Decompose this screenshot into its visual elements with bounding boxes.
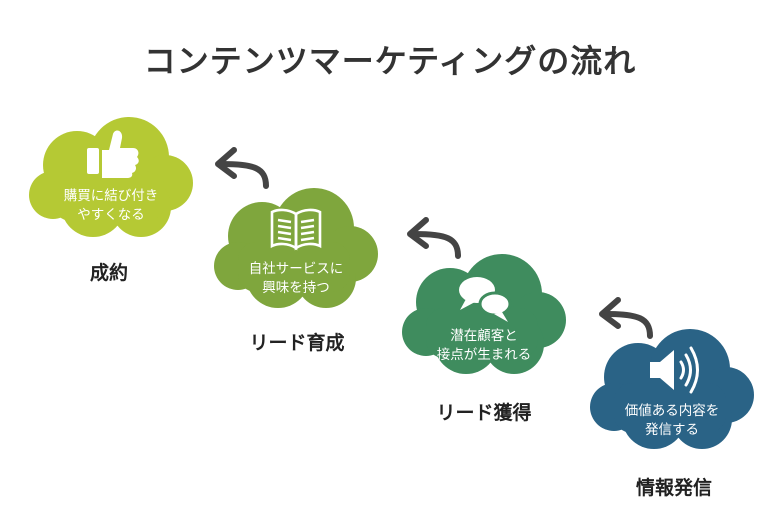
thumbs-up-icon <box>87 130 139 178</box>
page-title: コンテンツマーケティングの流れ <box>143 42 637 80</box>
step-label-1: 成約 <box>89 262 129 284</box>
step-2-text-line1: 自社サービスに <box>248 261 344 277</box>
step-4-text-line1: 価値ある内容を <box>624 403 720 419</box>
step-3-text-line2: 接点が生まれる <box>436 347 532 363</box>
arrow-1 <box>215 147 269 189</box>
arrow-3 <box>599 297 653 339</box>
speech-bubbles-icon <box>459 277 512 322</box>
open-book-icon <box>270 208 322 251</box>
step-label-2: リード育成 <box>249 332 345 354</box>
step-3-text-line1: 潜在顧客と <box>450 328 518 344</box>
step-label-3: リード獲得 <box>436 402 532 424</box>
step-2-text-line2: 興味を持つ <box>262 280 330 296</box>
step-4-text-line2: 発信する <box>645 422 699 438</box>
step-1-text-line2: やすくなる <box>77 207 145 223</box>
cloud-text-1: 購買に結び付き やすくなる <box>36 187 186 225</box>
speaker-icon <box>650 346 699 394</box>
step-1-text-line1: 購買に結び付き <box>63 188 159 204</box>
cloud-text-2: 自社サービスに 興味を持つ <box>221 260 371 298</box>
cloud-text-4: 価値ある内容を 発信する <box>597 402 747 440</box>
cloud-text-3: 潜在顧客と 接点が生まれる <box>409 327 559 365</box>
arrow-2 <box>407 217 461 259</box>
step-label-4: 情報発信 <box>635 477 713 499</box>
